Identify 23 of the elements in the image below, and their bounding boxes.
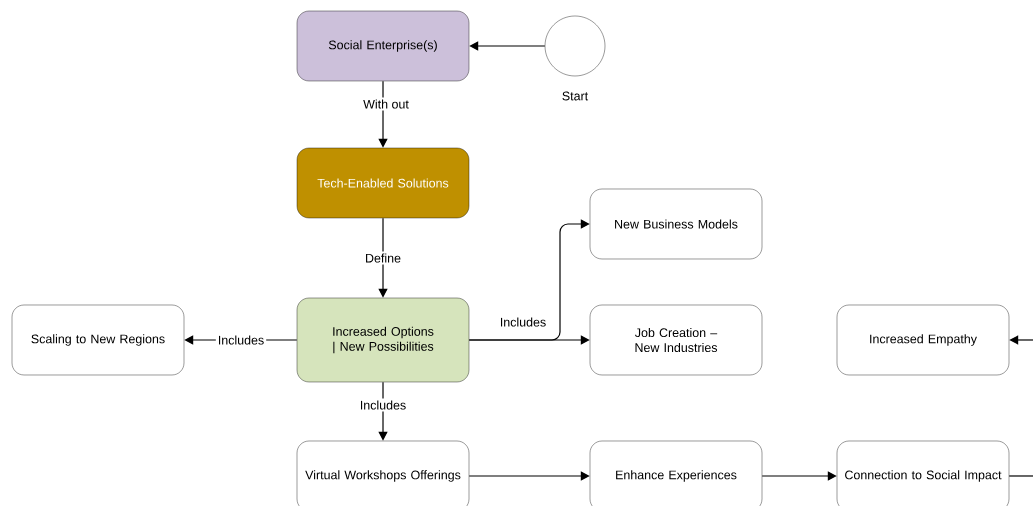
process-box: Connection to Social Impact (836, 440, 1010, 506)
process-box: New Business Models (589, 188, 763, 260)
edge-label: With out (361, 97, 411, 111)
process-box: Increased Options | New Possibilities (296, 297, 470, 383)
process-box: Virtual Workshops Offerings (296, 440, 470, 506)
arrow (468, 471, 590, 481)
process-box: Enhance Experiences (589, 440, 763, 506)
edge-label: Includes (215, 333, 267, 347)
start-label: Start (562, 91, 589, 101)
edge-label: Define (363, 251, 403, 265)
arrow (378, 80, 388, 148)
process-box: Social Enterprise(s) (296, 10, 470, 82)
start-circle (544, 15, 606, 77)
edge-label: Includes (500, 317, 546, 327)
edge-label: Includes (357, 398, 409, 412)
arrow (761, 471, 837, 481)
arrow (1009, 335, 1033, 345)
arrow (468, 335, 590, 345)
process-box: Job Creation – New Industries (589, 304, 763, 376)
arrow (469, 41, 546, 51)
process-box: Scaling to New Regions (11, 304, 185, 376)
process-box: Tech-Enabled Solutions (296, 147, 470, 219)
process-box: Increased Empathy (836, 304, 1010, 376)
